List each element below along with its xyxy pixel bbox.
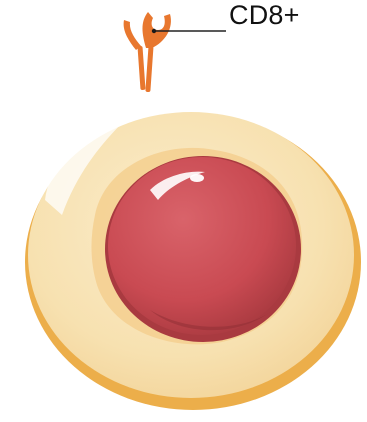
nucleus-glint [190, 174, 204, 182]
nucleus-body [108, 157, 296, 335]
cd8-label: CD8+ [229, 2, 300, 29]
cd8-receptor [124, 12, 171, 92]
